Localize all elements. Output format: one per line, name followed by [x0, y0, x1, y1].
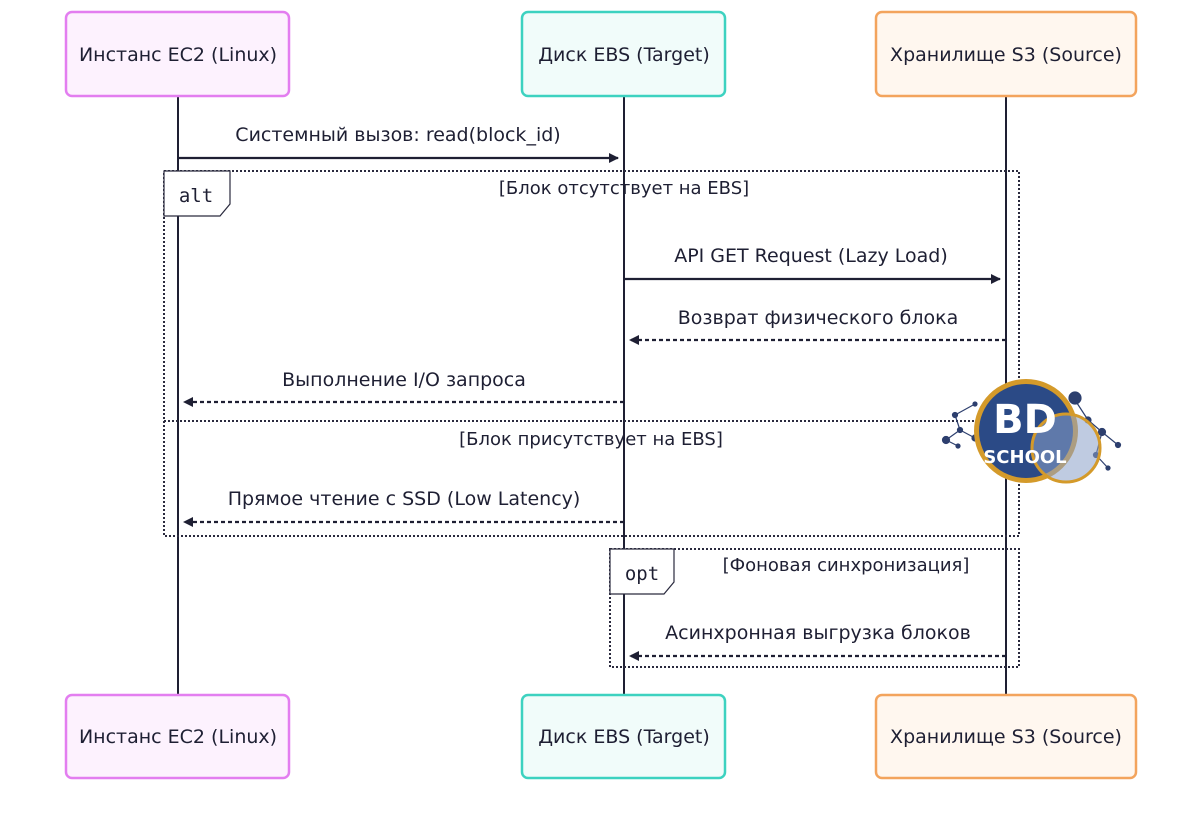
participant-ebs-bottom-label: Диск EBS (Target)	[538, 726, 710, 748]
participant-ebs-top: Диск EBS (Target)	[520, 10, 727, 98]
message-4: Выполнение I/O запроса	[183, 369, 624, 407]
participant-ebs-bottom: Диск EBS (Target)	[520, 693, 727, 780]
alt-condition: [Блок отсутствует на EBS]	[499, 178, 749, 199]
message-5-label: Прямое чтение с SSD (Low Latency)	[228, 488, 581, 510]
participant-s3-top: Хранилище S3 (Source)	[874, 10, 1138, 98]
participant-ebs-top-label: Диск EBS (Target)	[538, 44, 710, 66]
logo-line1: BD	[993, 397, 1057, 443]
bd-school-logo: BD SCHOOL	[941, 379, 1122, 484]
message-3-label: Возврат физического блока	[678, 307, 959, 329]
network-graph-icon	[941, 391, 1122, 471]
message-3: Возврат физического блока	[629, 307, 1006, 345]
message-2: API GET Request (Lazy Load)	[624, 245, 1001, 284]
opt-keyword: opt	[625, 563, 659, 585]
opt-fragment: opt [Фоновая синхронизация]	[609, 548, 1020, 668]
message-5: Прямое чтение с SSD (Low Latency)	[183, 488, 624, 527]
participant-s3-bottom-label: Хранилище S3 (Source)	[890, 726, 1122, 748]
logo-line2: SCHOOL	[983, 447, 1066, 468]
participant-s3-bottom: Хранилище S3 (Source)	[874, 693, 1138, 780]
alt-keyword-tab	[163, 170, 231, 217]
message-6: Асинхронная выгрузка блоков	[629, 622, 1006, 661]
participant-ec2-top: Инстанс EC2 (Linux)	[64, 10, 291, 98]
alt-keyword: alt	[179, 185, 213, 207]
participant-ec2-bottom: Инстанс EC2 (Linux)	[64, 693, 291, 780]
opt-keyword-tab	[609, 548, 675, 595]
message-4-label: Выполнение I/O запроса	[282, 369, 526, 391]
message-1: Системный вызов: read(block_id)	[178, 124, 619, 163]
opt-condition: [Фоновая синхронизация]	[723, 555, 970, 576]
participant-ec2-top-label: Инстанс EC2 (Linux)	[79, 44, 277, 66]
participant-ec2-bottom-label: Инстанс EC2 (Linux)	[79, 726, 277, 748]
participant-s3-top-label: Хранилище S3 (Source)	[890, 44, 1122, 66]
message-2-label: API GET Request (Lazy Load)	[674, 245, 948, 267]
message-1-label: Системный вызов: read(block_id)	[235, 124, 560, 146]
alt-fragment: alt [Блок отсутствует на EBS] [Блок прис…	[163, 170, 1020, 537]
alt-else-condition: [Блок присутствует на EBS]	[459, 429, 723, 450]
message-6-label: Асинхронная выгрузка блоков	[665, 622, 971, 644]
